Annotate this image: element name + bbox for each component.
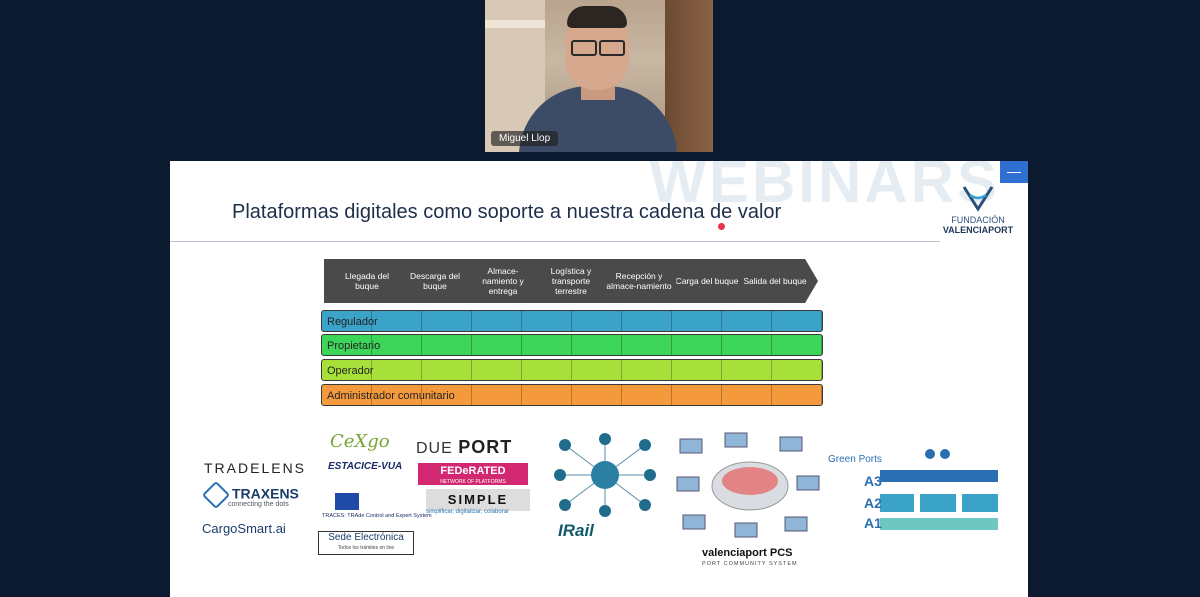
background-shelf xyxy=(485,20,545,28)
valenciaport-v-icon xyxy=(962,186,994,212)
pcs-tagline: PORT COMMUNITY SYSTEM xyxy=(702,561,798,567)
simple-logo: SIMPLE xyxy=(426,489,530,511)
shared-slide: WEBINARS — Plataformas digitales como so… xyxy=(170,161,1028,597)
level-label: A3 xyxy=(864,473,882,489)
estacice-logo: ESTACICE-VUA xyxy=(328,461,403,472)
sede-sub-text: Todos los trámites on line xyxy=(337,545,395,551)
level-label: A1 xyxy=(864,515,882,531)
speaker-hair xyxy=(567,6,627,28)
green-ports-logo: Green Ports xyxy=(828,454,882,465)
minimize-button[interactable]: — xyxy=(1000,161,1028,183)
irail-network-diagram xyxy=(554,433,656,517)
chain-step: Almace-namiento y entrega xyxy=(460,259,546,303)
laser-pointer-dot xyxy=(718,223,725,230)
traxens-logo: TRAXENS xyxy=(201,480,299,510)
dueport-part-1: DUE xyxy=(416,440,453,457)
fundacion-valenciaport-logo: FUNDACIÓN VALENCIAPORT xyxy=(938,185,1018,235)
level-label: A2 xyxy=(864,495,882,511)
sede-electronica-logo: Sede Electrónica Todos los trámites on l… xyxy=(318,531,414,555)
logo-line-1: FUNDACIÓN xyxy=(951,215,1005,225)
slide-title: Plataformas digitales como soporte a nue… xyxy=(232,201,782,223)
participant-name-tag: Miguel Llop xyxy=(491,131,559,146)
chain-step: Logística y transporte terrestre xyxy=(528,259,614,303)
dueport-logo: DUE PORT xyxy=(416,437,512,458)
traxens-hex-icon xyxy=(201,480,231,510)
chain-step: Descarga del buque xyxy=(392,259,478,303)
traces-caption: TRACES: TRAde Control and Expert System xyxy=(322,513,432,519)
federated-text: FEDeRATED xyxy=(440,465,506,477)
role-bar-administrador: Administrador comunitario xyxy=(321,384,823,406)
sede-main-text: Sede Electrónica xyxy=(328,532,404,543)
simple-tagline: simplificar, digitalizar, colaborar xyxy=(426,509,510,515)
eu-flag-icon xyxy=(335,493,359,510)
background-door xyxy=(665,0,713,152)
chain-step: Salida del buque xyxy=(732,259,818,303)
role-bar-propietario: Propietario xyxy=(321,334,823,356)
chain-step: Recepción y almace-namiento xyxy=(596,259,682,303)
value-chain: Llegada del buque Descarga del buque Alm… xyxy=(324,259,834,305)
logo-line-2: VALENCIAPORT xyxy=(942,225,1014,235)
green-ports-architecture-diagram xyxy=(880,449,998,530)
valenciaport-pcs-logo: valenciaport PCS xyxy=(702,547,793,559)
federated-logo: FEDeRATED NETWORK OF PLATFORMS xyxy=(418,463,528,485)
cexgo-logo: CeXgo xyxy=(330,431,390,452)
chain-step: Llegada del buque xyxy=(324,259,410,303)
federated-subtext: NETWORK OF PLATFORMS xyxy=(440,479,506,485)
traxens-tagline: connecting the dots xyxy=(228,501,289,508)
traxens-text: TRAXENS xyxy=(232,485,299,502)
webinars-watermark: WEBINARS xyxy=(649,161,1000,215)
speaker-video-tile[interactable]: Miguel Llop xyxy=(485,0,713,152)
speaker-glasses xyxy=(569,40,625,56)
role-bar-regulador: Regulador xyxy=(321,310,823,332)
tradelens-logo: TRADELENS xyxy=(204,460,307,476)
chain-step: Carga del buque xyxy=(664,259,750,303)
title-divider xyxy=(170,241,940,242)
irail-logo: IRail xyxy=(558,521,594,540)
dueport-part-2: PORT xyxy=(458,437,513,457)
role-bar-operador: Operador xyxy=(321,359,823,381)
pcs-network-diagram xyxy=(676,432,820,538)
cargosmart-logo: CargoSmart.ai xyxy=(202,521,286,536)
